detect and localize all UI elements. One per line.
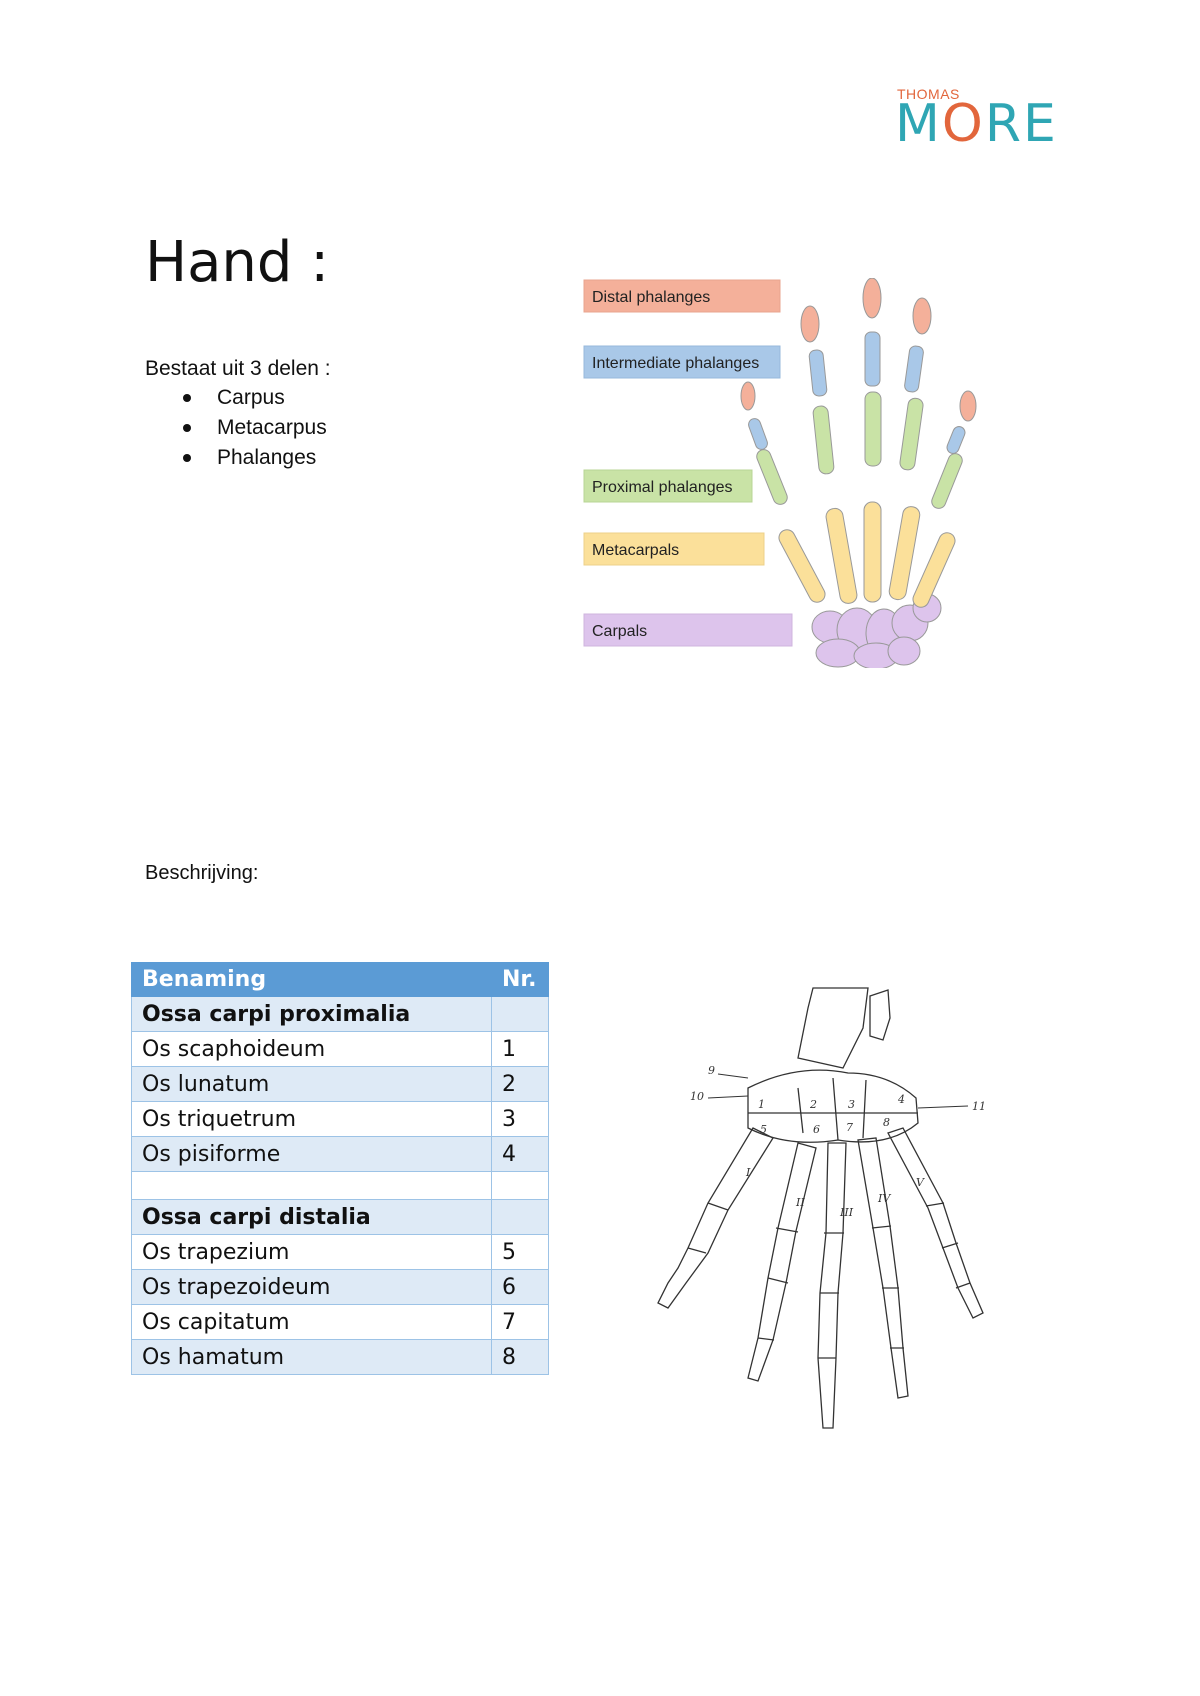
- carpal-num-1: 1: [758, 1098, 765, 1111]
- carpals-label: Carpals: [592, 623, 647, 640]
- label-9: 9: [708, 1064, 715, 1077]
- logo-big-text: MORE: [895, 94, 1058, 154]
- column-header-nr: Nr.: [491, 962, 549, 997]
- metacarpals-label: Metacarpals: [592, 542, 679, 559]
- page-title: Hand :: [145, 230, 330, 295]
- carpal-num-7: 7: [846, 1121, 853, 1134]
- carpal-num-2: 2: [809, 1098, 817, 1111]
- bullet-icon: [183, 424, 191, 432]
- intro-text: Bestaat uit 3 delen :: [145, 357, 331, 380]
- carpal-num-4: 4: [897, 1093, 905, 1106]
- distal-phalanges: [740, 278, 977, 422]
- table-row: Ossa carpi proximalia: [131, 996, 549, 1032]
- metacarpal-III: III: [839, 1206, 854, 1219]
- hand-line-drawing: 1 2 3 4 5 6 7 8 9 10 11 I II III IV V: [657, 987, 986, 1429]
- bullet-icon: [183, 394, 191, 402]
- proximal-label-box: [583, 469, 753, 503]
- parts-list: Carpus Metacarpus Phalanges: [183, 383, 327, 473]
- metacarpals-label-box: [583, 532, 765, 566]
- carpals-label-box: [583, 613, 793, 647]
- list-item: Carpus: [183, 383, 327, 413]
- carpal-num-5: 5: [760, 1123, 767, 1136]
- intermediate-label-box: [583, 345, 781, 379]
- carpal-num-3: 3: [848, 1098, 855, 1111]
- metacarpal-II: II: [795, 1196, 805, 1209]
- carpal-num-6: 6: [813, 1123, 820, 1136]
- metacarpal-bones: [778, 501, 956, 608]
- metacarpal-I: I: [745, 1166, 751, 1179]
- proximal-phalanges: [756, 391, 963, 509]
- proximal-label: Proximal phalanges: [592, 479, 733, 496]
- metacarpal-IV: IV: [877, 1192, 891, 1205]
- carpal-bones-table: Benaming Nr. Ossa carpi proximalia Os sc…: [131, 962, 549, 1375]
- list-item: Metacarpus: [183, 413, 327, 443]
- thomas-more-logo: THOMAS MORE: [895, 86, 1058, 156]
- distal-label: Distal phalanges: [592, 289, 710, 306]
- carpal-num-8: 8: [883, 1116, 890, 1129]
- distal-label-box: [583, 279, 781, 313]
- list-item: Phalanges: [183, 443, 327, 473]
- description-label: Beschrijving:: [145, 862, 259, 884]
- logo-small-text: THOMAS: [897, 86, 960, 102]
- table-row: Ossa carpi distalia: [131, 1199, 549, 1235]
- label-10: 10: [690, 1090, 704, 1103]
- hand-bones-diagram: Distal phalanges Intermediate phalanges …: [583, 278, 977, 668]
- table-row: [131, 1171, 549, 1200]
- intermediate-label: Intermediate phalanges: [592, 355, 759, 372]
- carpal-bones: [811, 593, 942, 668]
- intermediate-phalanges: [748, 331, 966, 454]
- column-header-name: Benaming: [131, 962, 492, 997]
- metacarpal-V: V: [916, 1176, 925, 1189]
- table-header-row: Benaming Nr.: [131, 962, 549, 997]
- bullet-icon: [183, 454, 191, 462]
- label-11: 11: [972, 1100, 986, 1113]
